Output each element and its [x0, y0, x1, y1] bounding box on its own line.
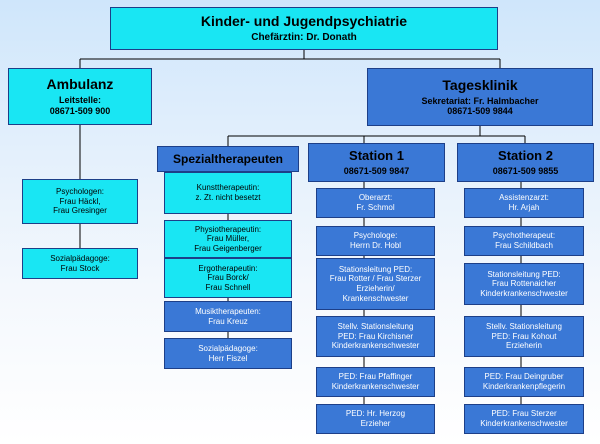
- item-line: Assistenzarzt:: [499, 193, 549, 203]
- item-line: Frau Gresinger: [53, 206, 107, 216]
- spezial-item-physio: Physiotherapeutin: Frau Müller, Frau Gei…: [164, 220, 292, 258]
- root-box: Kinder- und Jugendpsychiatrie Chefärztin…: [110, 7, 498, 50]
- station1-item-psychologe: Psychologe: Herrn Dr. Hobl: [316, 226, 435, 256]
- spezial-item-musik: Musiktherapeuten: Frau Kreuz: [164, 301, 292, 332]
- item-line: Stellv. Stationsleitung: [337, 322, 414, 332]
- ambulanz-box: Ambulanz Leitstelle: 08671-509 900: [8, 68, 152, 125]
- item-line: Krankenschwester: [342, 293, 409, 303]
- station1-phone: 08671-509 9847: [343, 165, 410, 176]
- item-line: Frau Borck/: [207, 273, 249, 283]
- tagesklinik-phone: 08671-509 9844: [447, 106, 513, 117]
- item-line: Frau Kreuz: [208, 316, 248, 326]
- item-line: Frau Rotter / Frau Sterzer: [329, 274, 422, 284]
- item-line: Kinderkrankenschwester: [331, 341, 420, 351]
- root-title: Kinder- und Jugendpsychiatrie: [200, 13, 408, 30]
- station1-title: Station 1: [349, 148, 404, 164]
- item-line: Hr. Arjah: [508, 203, 540, 212]
- item-line: PED: Frau Pfaffinger: [338, 372, 413, 382]
- item-line: z. Zt. nicht besetzt: [195, 193, 261, 202]
- item-line: Stellv. Stationsleitung: [486, 322, 562, 332]
- item-line: Erzieherin: [505, 341, 542, 351]
- spezial-item-sozial: Sozialpädagoge: Herr Fiszel: [164, 338, 292, 369]
- ambulanz-phone: 08671-509 900: [49, 105, 111, 116]
- ambulanz-item-sozialpaedagoge: Sozialpädagoge: Frau Stock: [22, 248, 138, 279]
- item-line: Erzieher: [360, 419, 391, 428]
- station1-item-ped-pfaffinger: PED: Frau Pfaffinger Kinderkrankenschwes…: [316, 367, 435, 397]
- item-line: Frau Schildbach: [495, 241, 553, 250]
- ambulanz-title: Ambulanz: [46, 76, 114, 93]
- item-line: Sozialpädagoge:: [198, 343, 258, 353]
- ambulanz-item-psychologen: Psychologen: Frau Häckl, Frau Gresinger: [22, 179, 138, 224]
- item-line: Oberarzt:: [358, 193, 393, 203]
- station2-box: Station 2 08671-509 9855: [457, 143, 594, 182]
- item-line: Frau Müller,: [206, 234, 250, 244]
- station1-item-stationsleitung: Stationsleitung PED: Frau Rotter / Frau …: [316, 258, 435, 310]
- item-line: PED: Frau Deingruber: [484, 372, 564, 382]
- item-line: Kinderkrankenschwester: [331, 382, 420, 391]
- station2-item-ped-deingruber: PED: Frau Deingruber Kinderkrankenpflege…: [464, 367, 584, 397]
- station1-item-oberarzt: Oberarzt: Fr. Schmol: [316, 188, 435, 218]
- item-line: Musiktherapeuten:: [195, 306, 261, 316]
- item-line: Sozialpädagoge:: [50, 253, 110, 263]
- item-line: Herrn Dr. Hobl: [349, 241, 402, 250]
- spezial-box: Spezialtherapeuten: [157, 146, 299, 172]
- item-line: Psychologe:: [353, 231, 398, 241]
- item-line: Stationsleitung PED:: [338, 264, 413, 274]
- item-line: Frau Stock: [60, 263, 100, 273]
- item-line: Kunsttherapeutin:: [196, 183, 260, 193]
- tagesklinik-line1: Sekretariat: Fr. Halmbacher: [421, 95, 539, 106]
- item-line: PED: Frau Kohout: [491, 331, 557, 341]
- station2-title: Station 2: [498, 148, 553, 164]
- item-line: Kinderkrankenschwester: [480, 419, 568, 428]
- item-line: Fr. Schmol: [356, 203, 395, 212]
- tagesklinik-title: Tagesklinik: [442, 76, 518, 93]
- station2-phone: 08671-509 9855: [492, 165, 559, 176]
- station1-item-ped-herzog: PED: Hr. Herzog Erzieher: [316, 404, 435, 434]
- item-line: Erzieherin/: [356, 284, 395, 293]
- item-line: Psychotherapeut:: [492, 231, 556, 241]
- item-line: Ergotherapeutin:: [198, 263, 258, 273]
- item-line: Frau Häckl,: [59, 196, 101, 206]
- item-line: Herr Fiszel: [208, 353, 248, 363]
- item-line: Kinderkrankenpflegerin: [482, 382, 566, 391]
- item-line: PED: Hr. Herzog: [345, 409, 406, 419]
- item-line: Frau Schnell: [205, 282, 251, 292]
- item-line: PED: Frau Sterzer: [491, 409, 557, 419]
- station2-item-assistenzarzt: Assistenzarzt: Hr. Arjah: [464, 188, 584, 218]
- item-line: Physiotherapeutin:: [194, 224, 262, 234]
- station1-box: Station 1 08671-509 9847: [308, 143, 445, 182]
- station2-item-stellv: Stellv. Stationsleitung PED: Frau Kohout…: [464, 316, 584, 357]
- spezial-title: Spezialtherapeuten: [172, 151, 284, 166]
- tagesklinik-box: Tagesklinik Sekretariat: Fr. Halmbacher …: [367, 68, 593, 126]
- item-line: Psychologen:: [55, 187, 105, 197]
- spezial-item-kunst: Kunsttherapeutin: z. Zt. nicht besetzt: [164, 172, 292, 214]
- station1-item-stellv: Stellv. Stationsleitung PED: Frau Kirchi…: [316, 316, 435, 357]
- item-line: Frau Geigenberger: [194, 243, 262, 253]
- station2-item-psychotherapeut: Psychotherapeut: Frau Schildbach: [464, 226, 584, 256]
- ambulanz-line1: Leitstelle:: [58, 95, 101, 106]
- item-line: Kinderkrankenschwester: [480, 288, 568, 298]
- item-line: PED: Frau Kirchisner: [337, 331, 414, 341]
- station2-item-stationsleitung: Stationsleitung PED: Frau Rottenaicher K…: [464, 263, 584, 305]
- item-line: Frau Rottenaicher: [491, 279, 557, 289]
- spezial-item-ergo: Ergotherapeutin: Frau Borck/ Frau Schnel…: [164, 258, 292, 298]
- item-line: Stationsleitung PED:: [487, 269, 561, 279]
- root-subtitle: Chefärztin: Dr. Donath: [251, 31, 357, 43]
- station2-item-ped-sterzer: PED: Frau Sterzer Kinderkrankenschwester: [464, 404, 584, 434]
